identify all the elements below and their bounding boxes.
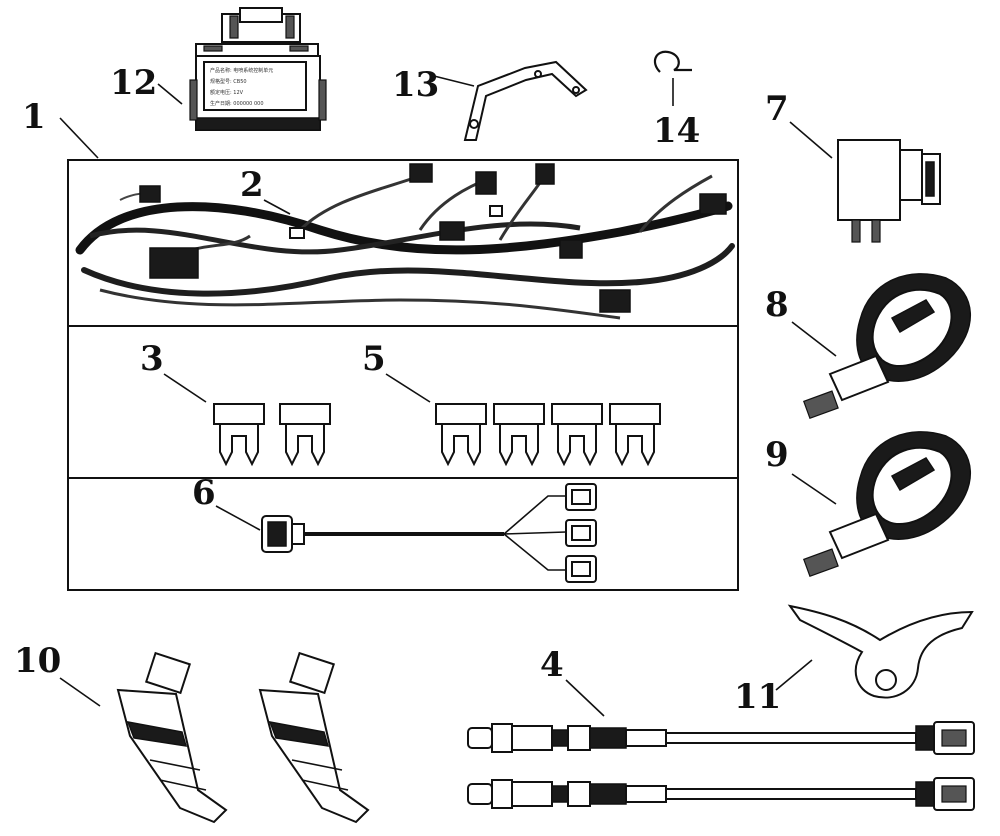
wire-harness <box>75 163 735 320</box>
sensor-bracket <box>787 604 974 699</box>
callout-14: 14 <box>653 111 700 151</box>
fuse-5b <box>493 403 545 467</box>
leader-13 <box>433 75 475 87</box>
callout-3: 3 <box>140 339 164 379</box>
callout-5: 5 <box>362 339 386 379</box>
harness-kit-frame <box>67 159 739 591</box>
leader-5 <box>385 373 431 403</box>
ecu-label-line-4: 生产日期: 000000 000 <box>210 100 264 107</box>
callout-6: 6 <box>192 473 216 513</box>
callout-11: 11 <box>734 677 781 717</box>
spark-plug-cap-8 <box>802 273 972 420</box>
ecu-label-line-1: 产品名称: 电喷系统控制单元 <box>210 67 273 74</box>
callout-2: 2 <box>240 165 264 205</box>
fuse-5c <box>551 403 603 467</box>
callout-1: 1 <box>22 97 46 137</box>
fuse-set-3 <box>213 403 331 467</box>
wire-clip <box>653 50 692 73</box>
callout-9: 9 <box>765 435 789 475</box>
callout-10: 10 <box>14 641 61 681</box>
callout-12: 12 <box>110 63 157 103</box>
leader-9 <box>791 473 837 505</box>
callout-13: 13 <box>392 65 439 105</box>
leader-8 <box>791 321 837 357</box>
oxygen-sensor-bottom <box>467 777 975 811</box>
leader-10 <box>59 677 101 707</box>
fuse-5d <box>609 403 661 467</box>
fuse-3b <box>279 403 331 467</box>
callout-4: 4 <box>540 645 564 685</box>
ignition-coil-left <box>116 651 228 824</box>
mounting-bracket <box>463 60 588 141</box>
leader-11 <box>775 659 813 691</box>
ecu-label-line-3: 额定电压: 12V <box>210 89 244 96</box>
spark-plug-cap-9 <box>802 431 972 578</box>
ignition-coil-right <box>258 651 370 824</box>
callout-8: 8 <box>765 285 789 325</box>
ecu-unit: 产品名称: 电喷系统控制单元 规格型号: CB50 额定电压: 12V 生产日期… <box>189 7 327 131</box>
oxygen-sensor-top <box>467 721 975 755</box>
leader-2 <box>263 199 291 215</box>
fuse-set-5 <box>435 403 661 467</box>
callout-7: 7 <box>765 89 789 129</box>
leader-1 <box>59 117 99 159</box>
leader-12 <box>157 83 183 105</box>
leader-7 <box>789 121 833 159</box>
leader-3 <box>163 373 207 403</box>
leader-4 <box>565 679 605 717</box>
fuse-3a <box>213 403 265 467</box>
ecu-label-line-2: 规格型号: CB50 <box>210 78 247 85</box>
relay <box>837 139 941 243</box>
adapter-cable <box>261 483 597 583</box>
fuse-5a <box>435 403 487 467</box>
leader-6 <box>215 505 261 531</box>
